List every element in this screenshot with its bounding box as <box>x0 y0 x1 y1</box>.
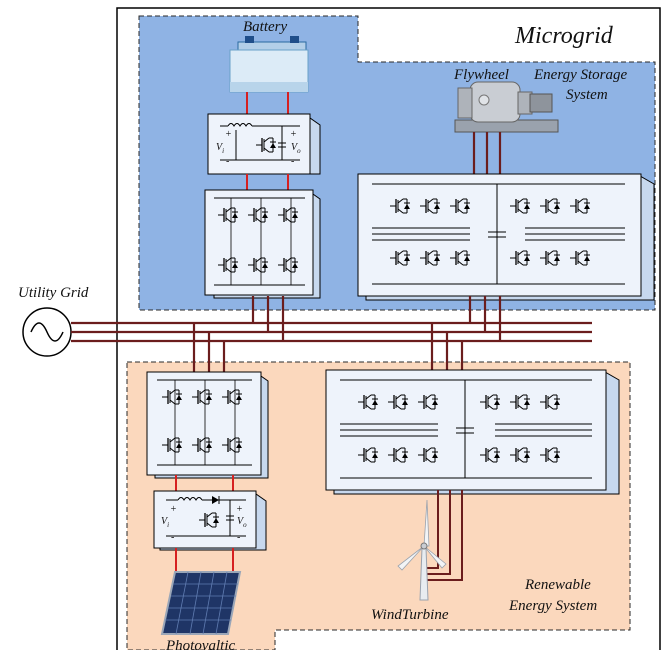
photovoltaic-label: Photovaltic <box>165 638 235 650</box>
pv-conv-vi: Vi <box>161 516 169 529</box>
battery-inverter <box>204 189 321 299</box>
pv-conv-vo: Vo <box>237 516 247 529</box>
pv-conv-vo-plus: + <box>236 504 243 515</box>
battery-dcdc-converter <box>207 113 321 175</box>
pv-conv-vi-minus: - <box>171 532 174 543</box>
microgrid-border <box>116 7 661 655</box>
pv-conv-vi-plus: + <box>170 504 177 515</box>
battery-conv-vo: Vo <box>291 142 301 155</box>
battery-label: Battery <box>243 19 287 35</box>
microgrid-title: Microgrid <box>514 23 614 49</box>
battery-conv-vo-plus: + <box>290 129 297 140</box>
pv-inverter <box>146 371 269 479</box>
battery-icon <box>229 36 309 93</box>
res-label-line1: Renewable <box>524 577 591 593</box>
flywheel-icon <box>454 81 559 133</box>
ac-source-icon <box>22 307 72 357</box>
battery-conv-vi: Vi <box>216 142 224 155</box>
res-label-line2: Energy System <box>508 598 597 614</box>
battery-conv-vi-minus: - <box>226 156 229 167</box>
pv-conv-vo-minus: - <box>237 532 240 543</box>
wind-turbine-label: WindTurbine <box>371 607 449 623</box>
wind-turbine-icon <box>397 499 447 601</box>
wind-turbine-wires <box>424 490 463 581</box>
ac-bus <box>71 321 592 343</box>
wind-converter <box>325 369 620 495</box>
ess-label-line1: Energy Storage <box>533 67 628 83</box>
pv-dcdc-converter <box>153 490 267 551</box>
utility-grid-label: Utility Grid <box>18 285 89 301</box>
battery-conv-vi-plus: + <box>225 129 232 140</box>
solar-panel-icon <box>160 571 242 635</box>
battery-conv-vo-minus: - <box>291 156 294 167</box>
flywheel-converter <box>357 173 655 301</box>
flywheel-label: Flywheel <box>453 67 509 83</box>
ess-label-line2: System <box>566 87 608 103</box>
